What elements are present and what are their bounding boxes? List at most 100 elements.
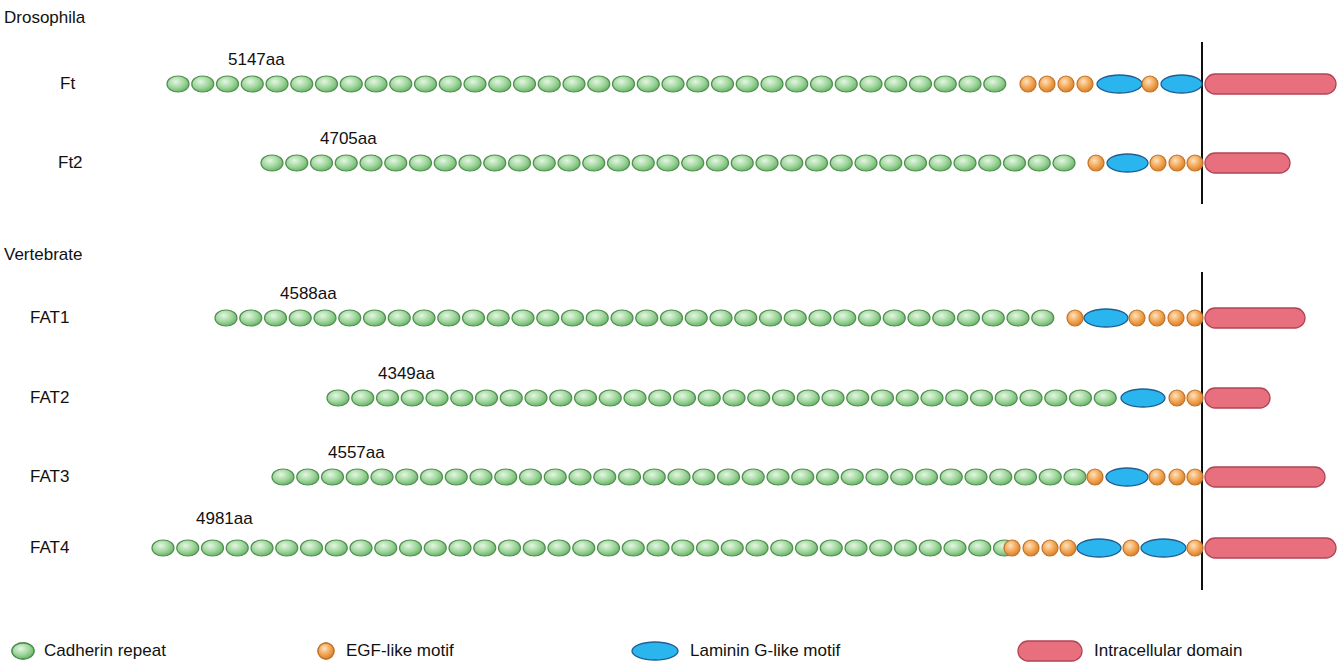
group-heading: Vertebrate [4,245,82,265]
cadherin-repeat [439,76,461,92]
laminin-g-motif [1121,389,1165,407]
cadherin-repeat [940,469,962,485]
protein-name: FAT3 [30,467,69,487]
cadherin-repeat [340,76,362,92]
cadherin-repeat [1032,310,1054,326]
cadherin-repeat [350,540,372,556]
cadherin-repeat [286,155,308,171]
cadherin-repeat [1028,155,1050,171]
protein-domain-row [327,388,1270,408]
cadherin-repeat [710,310,732,326]
egf-motif [1077,76,1093,92]
cadherin-repeat [451,390,473,406]
cadherin-repeat [885,76,907,92]
intracellular-domain [1205,467,1325,487]
cadherin-repeat [276,540,298,556]
swatch-underlay [318,643,334,659]
cadherin-repeat [586,310,608,326]
cadherin-repeat [335,155,357,171]
cadherin-repeat [806,155,828,171]
cadherin-repeat [583,155,605,171]
cadherin-repeat [735,310,757,326]
cadherin-repeat [619,469,641,485]
cadherin-repeat [841,469,863,485]
cadherin-repeat [322,469,344,485]
cadherin-repeat [761,76,783,92]
cadherin-repeat [995,390,1017,406]
length-label: 4557aa [328,443,385,463]
cadherin-repeat [905,155,927,171]
cadherin-repeat [916,469,938,485]
legend-text: Intracellular domain [1094,641,1242,661]
cadherin-repeat [613,76,635,92]
cadherin-repeat [880,155,902,171]
cadherin-repeat [1045,390,1067,406]
cadherin-repeat [817,469,839,485]
cadherin-repeat [1053,155,1075,171]
cadherin-repeat [830,155,852,171]
laminin-g-motif [1097,75,1142,93]
protein-domain-row [261,153,1290,173]
cadherin-repeat [820,540,842,556]
cadherin-repeat [895,540,917,556]
cadherin-repeat [215,310,237,326]
cadherin-repeat [672,540,694,556]
egf-motif [1149,469,1165,485]
cadherin-repeat [385,155,407,171]
cadherin-repeat [674,390,696,406]
laminin-g-motif [1077,539,1121,557]
laminin-g-motif [1107,154,1148,172]
cadherin-repeat [226,540,248,556]
protein-name: FAT4 [30,538,69,558]
swatch-shape [1018,641,1082,661]
cadherin-repeat [687,76,709,92]
cadherin-repeat [786,76,808,92]
cadherin-repeat [573,540,595,556]
cadherin-repeat [588,76,610,92]
cadherin-repeat [1004,155,1026,171]
group-heading: Drosophila [4,8,85,28]
cadherin-repeat [809,310,831,326]
cadherin-repeat [668,469,690,485]
cadherin-repeat [718,469,740,485]
cadherin-repeat [401,390,423,406]
cadherin-repeat [748,390,770,406]
cadherin-repeat [388,310,410,326]
legend-swatch [316,641,336,661]
length-label: 4705aa [320,129,377,149]
cadherin-repeat [265,310,287,326]
egf-motif [1187,469,1203,485]
protein-name: FAT1 [30,308,69,328]
cadherin-repeat [410,155,432,171]
cadherin-repeat [301,540,323,556]
protein-name: FAT2 [30,388,69,408]
swatch-shape [632,642,678,660]
cadherin-repeat [316,76,338,92]
cadherin-repeat [537,310,559,326]
legend-swatch [630,640,680,662]
cadherin-repeat [784,310,806,326]
cadherin-repeat [845,540,867,556]
cadherin-repeat [636,310,658,326]
cadherin-repeat [661,310,683,326]
cadherin-repeat [509,155,531,171]
cadherin-repeat [520,469,542,485]
cadherin-repeat [608,155,630,171]
cadherin-repeat [327,390,349,406]
intracellular-domain [1205,153,1290,173]
cadherin-repeat [822,390,844,406]
cadherin-repeat [1070,390,1092,406]
cadherin-repeat [421,469,443,485]
egf-motif [1020,76,1036,92]
egf-motif [1088,155,1104,171]
egf-motif [1187,310,1203,326]
cadherin-repeat [167,76,189,92]
cadherin-repeat [375,540,397,556]
cadherin-repeat [449,540,471,556]
egf-motif [1039,76,1055,92]
cadherin-repeat [438,310,460,326]
cadherin-repeat [177,540,199,556]
cadherin-repeat [495,469,517,485]
intracellular-domain [1205,308,1305,328]
cadherin-repeat [346,469,368,485]
